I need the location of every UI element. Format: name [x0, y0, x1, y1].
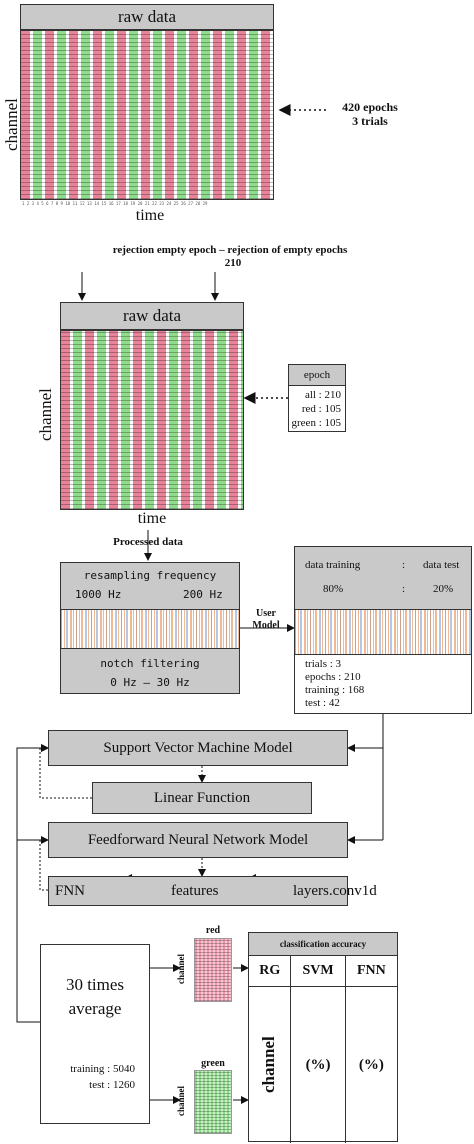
resampling-to: 200 Hz — [183, 588, 223, 601]
average-line2: average — [68, 999, 122, 1018]
epoch-row-all: all : 210 — [304, 389, 341, 401]
epoch-row-red: red : 105 — [301, 403, 341, 415]
panel1-ylabel: channel — [2, 98, 21, 152]
accuracy-header-fnn: FNN — [356, 963, 386, 978]
mini-green-label: green — [201, 1058, 225, 1069]
resampling-title: resampling frequency — [83, 569, 217, 582]
split-stat-epochs: epochs : 210 — [305, 671, 361, 683]
panel2-xlabel: time — [137, 510, 167, 527]
resampling-box: resampling frequency 1000 Hz 200 Hz — [60, 562, 240, 610]
panel2-raw-data-image — [60, 330, 244, 510]
panel2-title-bar: raw data — [60, 302, 244, 330]
panel1-note-line2: 3 trials — [352, 114, 388, 128]
linear-function-box: Linear Function — [92, 782, 312, 814]
split-test-pct: 20% — [433, 583, 454, 595]
svm-model-box: Support Vector Machine Model — [48, 730, 348, 766]
average-box: 30 times average training : 5040 test : … — [40, 944, 150, 1124]
panel1-tick-labels: 1 2 3 4 5 6 7 8 9 10 11 12 13 14 15 16 1… — [22, 201, 208, 206]
accuracy-fnn-value: (%) — [358, 1057, 384, 1073]
linear-function-label: Linear Function — [153, 790, 251, 806]
panel1-title-bar: raw data — [20, 4, 274, 30]
notch-title: notch filtering — [100, 657, 200, 670]
panel1-raw-data-image — [20, 30, 274, 200]
split-sep-2: : — [402, 583, 406, 595]
mini-red-image — [194, 938, 232, 1002]
accuracy-title: classification accuracy — [249, 933, 397, 956]
rejection-line2: 210 — [224, 257, 242, 269]
mini-red-label: red — [205, 925, 221, 936]
accuracy-header-svm: SVM — [291, 956, 346, 986]
split-train-label: data training — [305, 559, 361, 571]
user-model-line1: User — [256, 608, 276, 619]
processed-signal-wave — [60, 610, 240, 648]
accuracy-table: classification accuracy RG SVM FNN chann… — [248, 932, 398, 1143]
epoch-row-green: green : 105 — [291, 417, 341, 429]
fnn-chain-box: FNN features layers.conv1d — [48, 876, 377, 906]
split-signal-wave — [295, 610, 471, 655]
notch-box: notch filtering 0 Hz – 30 Hz — [60, 648, 240, 694]
fnn-model-label: Feedforward Neural Network Model — [87, 832, 309, 848]
chain-features: features — [171, 883, 219, 899]
processed-data-label: Processed data — [113, 536, 183, 548]
epoch-box: epoch all : 210 red : 105 green : 105 — [288, 364, 346, 432]
mini-red-channel-label: channel — [176, 954, 186, 985]
accuracy-header-rg: RG — [249, 956, 292, 986]
svm-model-label: Support Vector Machine Model — [103, 740, 293, 756]
split-stat-training: training : 168 — [305, 684, 365, 696]
notch-range: 0 Hz – 30 Hz — [110, 676, 190, 689]
split-stat-trials: trials : 3 — [305, 658, 342, 670]
data-split-box: data training : data test : 80% 20% tria… — [294, 546, 472, 714]
user-model-label: User Model — [240, 608, 292, 632]
panel2-title: raw data — [122, 306, 182, 325]
panel1-note-line1: 420 epochs — [342, 100, 398, 114]
rejection-line1: rejection empty epoch – rejection of emp… — [112, 244, 348, 256]
panel1-xlabel: time — [135, 207, 165, 224]
average-training: training : 5040 — [70, 1063, 135, 1075]
epoch-box-title: epoch — [289, 365, 345, 386]
panel2-ylabel: channel — [36, 388, 55, 442]
mini-green-channel-label: channel — [176, 1086, 186, 1117]
split-stat-test: test : 42 — [305, 697, 340, 709]
average-line1: 30 times — [65, 975, 125, 994]
average-test: test : 1260 — [89, 1079, 135, 1091]
chain-layers: layers.conv1d — [293, 883, 377, 899]
rejection-label: rejection empty epoch – rejection of emp… — [10, 244, 450, 270]
fnn-model-box: Feedforward Neural Network Model — [48, 822, 348, 858]
split-test-label: data test — [423, 559, 460, 571]
panel1-epochs-note: 420 epochs 3 trials — [326, 100, 414, 128]
split-train-pct: 80% — [323, 583, 344, 595]
accuracy-row-label: channel — [259, 1036, 278, 1094]
user-model-line2: Model — [252, 620, 280, 631]
panel1-title: raw data — [117, 7, 177, 26]
accuracy-svm-value: (%) — [291, 987, 346, 1143]
mini-green-image — [194, 1070, 232, 1134]
split-sep: : — [402, 559, 406, 571]
chain-fnn: FNN — [55, 883, 86, 899]
resampling-from: 1000 Hz — [75, 588, 122, 601]
